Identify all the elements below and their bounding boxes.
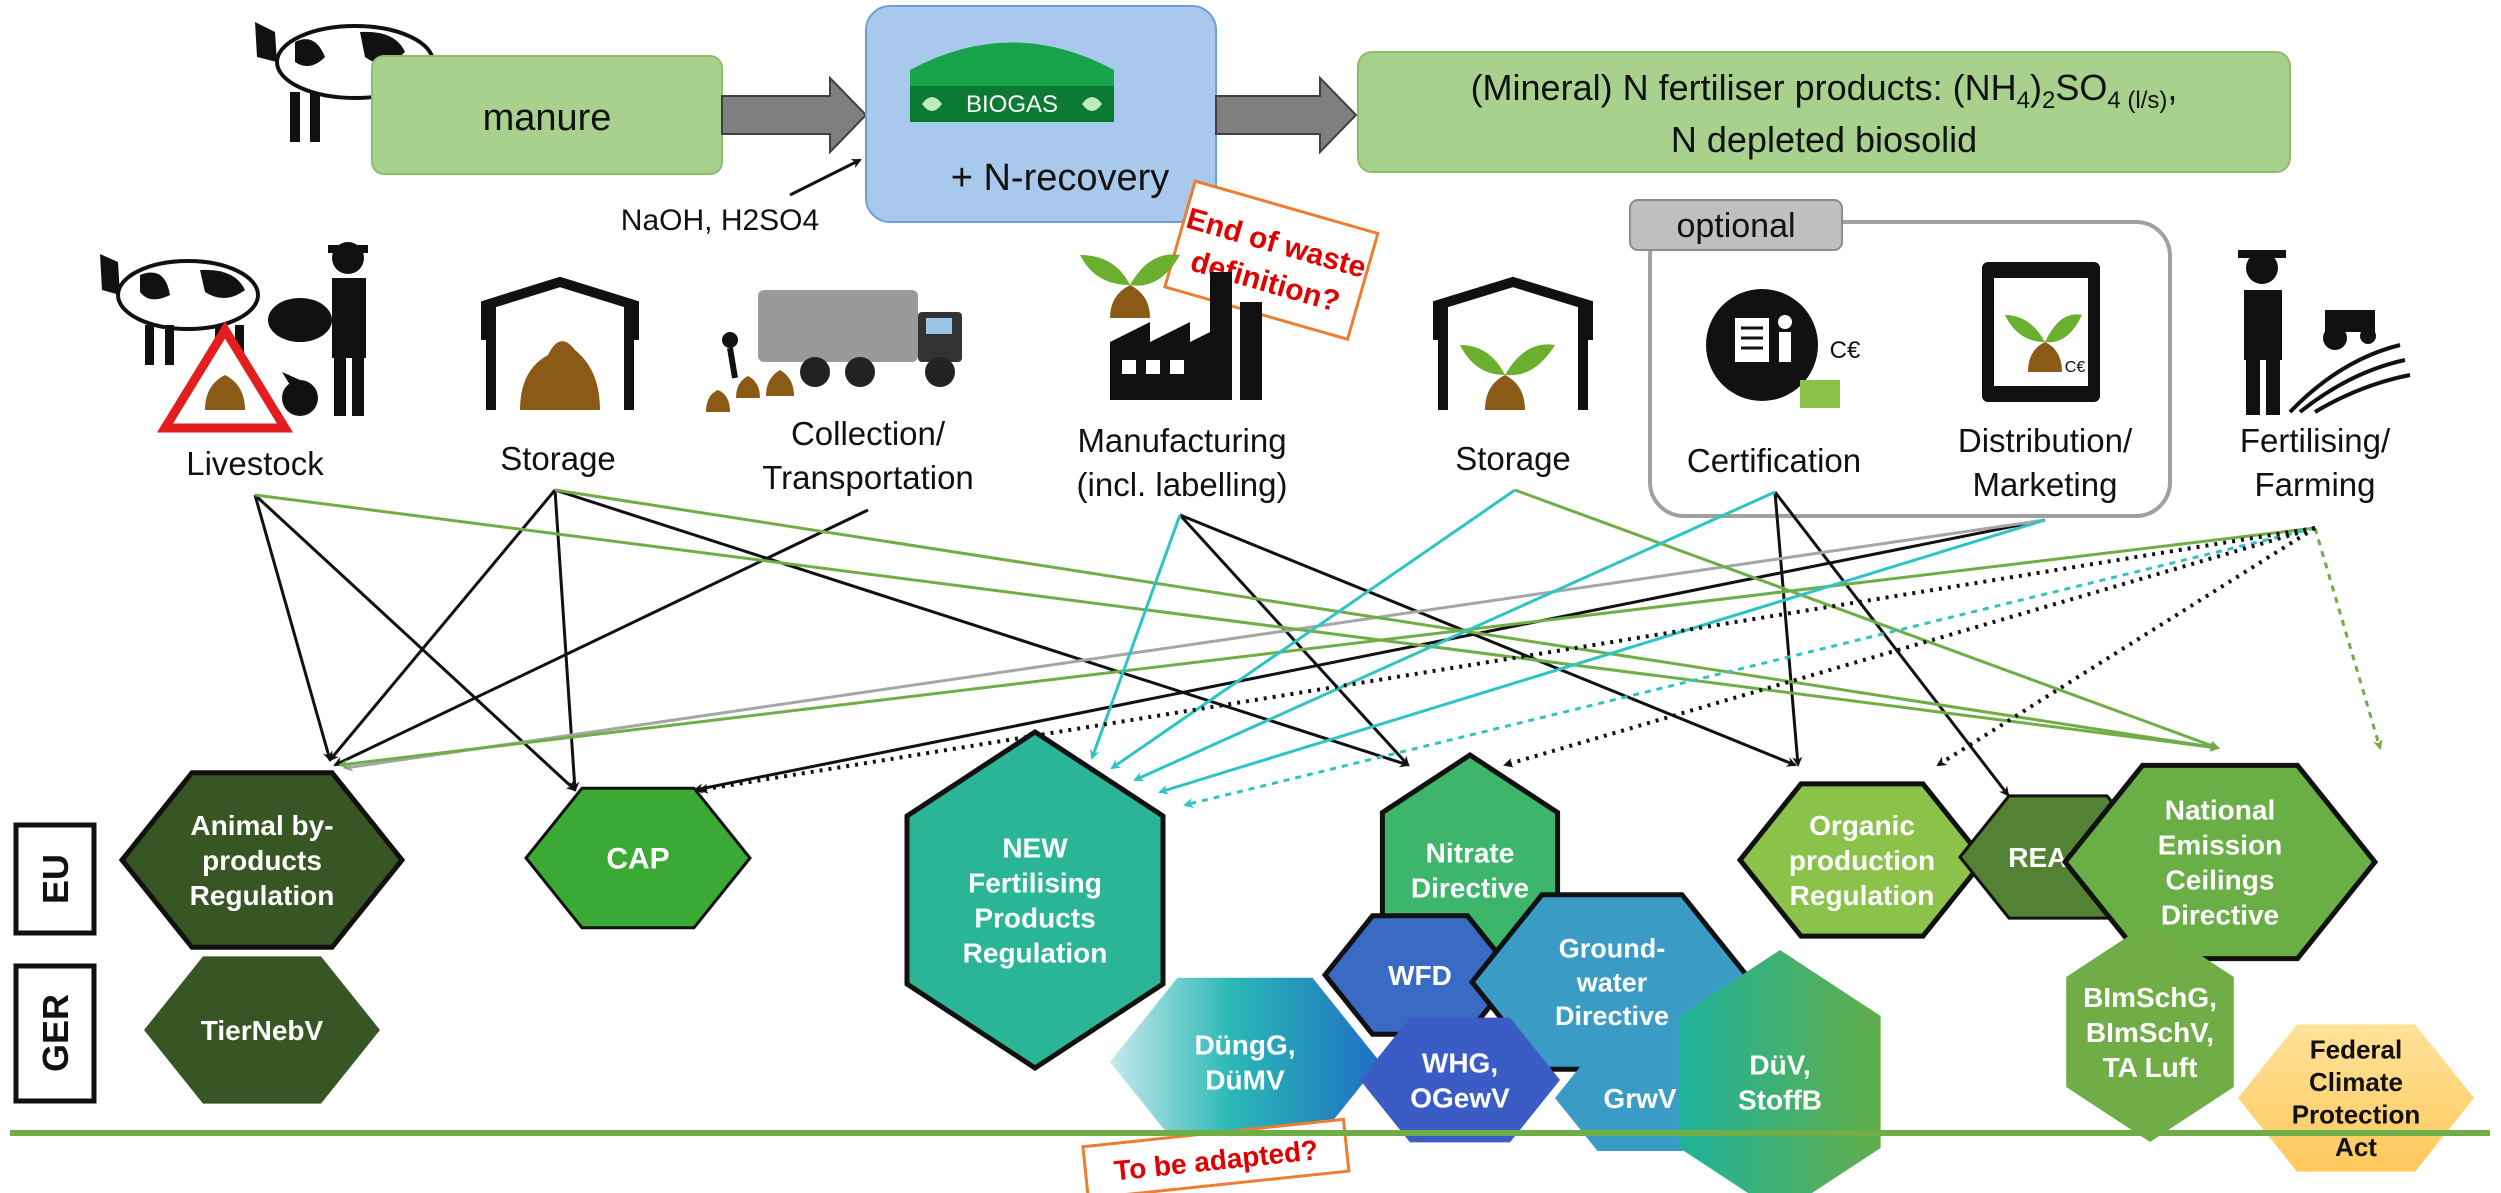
hex-bimsch: BImSchG,BImSchV,TA Luft [2066, 922, 2234, 1142]
stage-label-farming: Fertilising/Farming [2240, 422, 2391, 503]
optional-tag [1629, 199, 1843, 251]
hex-duv-label: DüV,StoffB [1738, 1049, 1822, 1115]
relation-arrows [253, 488, 2383, 808]
svg-text:GER: GER [35, 994, 76, 1072]
hex-abp-shape [118, 770, 406, 950]
hex-nfpr-shape [904, 729, 1166, 1071]
hex-dungg-shape [1110, 977, 1380, 1147]
hex-dungg: DüngG,DüMV [1110, 977, 1380, 1147]
reagents-label: NaOH, H2SO4 [621, 204, 819, 237]
farmer-icon [2238, 250, 2411, 415]
hex-tiernebv-label: TierNebV [201, 1015, 324, 1046]
hex-whg-label: WHG,OGewV [1410, 1047, 1510, 1113]
stage-labels: Livestock Storage Collection/Transportatio… [186, 415, 2391, 503]
optional-group-frame [1648, 220, 2172, 518]
manure-label: manure [483, 97, 612, 139]
svg-text:EU: EU [35, 854, 76, 904]
livestock-icon [100, 242, 368, 433]
products-box [1357, 51, 2291, 173]
hex-bimsch-shape [2066, 922, 2234, 1142]
reagent-arrow [789, 158, 862, 197]
ground-baseline [10, 1130, 2490, 1136]
top-flow: manure BIOGAS + N-recovery NaOH, H2SO4 (… [255, 5, 2291, 237]
stage-label-storage2: Storage [1455, 440, 1571, 477]
ger-row-label: GER [13, 963, 97, 1104]
storage-icon [481, 276, 639, 410]
hex-tiernebv: TierNebV [144, 956, 380, 1104]
hex-bimsch-label: BImSchG,BImSchV,TA Luft [2083, 982, 2217, 1083]
storage-plant-icon [1433, 276, 1593, 410]
biogas-logo-text: BIOGAS [966, 91, 1058, 118]
stage-label-storage1: Storage [500, 440, 616, 477]
hex-whg: WHG,OGewV [1360, 1017, 1560, 1143]
hex-organic-shape [1736, 781, 1988, 939]
hex-cap-label: CAP [606, 843, 669, 876]
optional-label: optional [1676, 207, 1795, 245]
hex-cap-shape [524, 786, 752, 930]
certification-icon: C€ [1706, 289, 1861, 408]
stage-label-livestock: Livestock [186, 445, 324, 482]
hex-nec-shape [2061, 762, 2379, 962]
factory-icon [1080, 254, 1262, 400]
svg-text:C€: C€ [1830, 337, 1861, 364]
flow-arrow-1 [721, 75, 868, 155]
hex-tiernebv-shape [144, 956, 380, 1104]
hex-wfd-label: WFD [1388, 960, 1452, 991]
stage-label-manufacturing: Manufacturing(incl. labelling) [1077, 422, 1288, 503]
hex-cap: CAP [524, 786, 752, 930]
stage-label-distribution: Distribution/Marketing [1958, 422, 2133, 503]
eu-row-label: EU [13, 822, 97, 936]
hex-dungg-label: DüngG,DüMV [1194, 1029, 1295, 1095]
stage-label-certification: Certification [1687, 442, 1861, 479]
products-line2: N depleted biosolid [1671, 119, 1977, 160]
to-be-adapted-callout: To be adapted? [1081, 1117, 1351, 1193]
stage-label-collection: Collection/Transportation [762, 415, 974, 496]
hex-grwv-label: GrwV [1603, 1083, 1676, 1114]
svg-text:C€: C€ [2065, 359, 2086, 376]
products-line1: (Mineral) N fertiliser products: (NH4)2S… [1471, 67, 2178, 114]
truck-icon [706, 290, 962, 412]
fertiliser-bag-icon: C€ [1982, 262, 2100, 402]
biogas-logo: BIOGAS [910, 42, 1114, 122]
n-recovery-label: + N-recovery [951, 157, 1170, 199]
hex-whg-shape [1360, 1017, 1560, 1143]
end-of-waste-callout: End of waste definition? [1163, 179, 1380, 342]
flow-arrow-2 [1215, 75, 1358, 155]
